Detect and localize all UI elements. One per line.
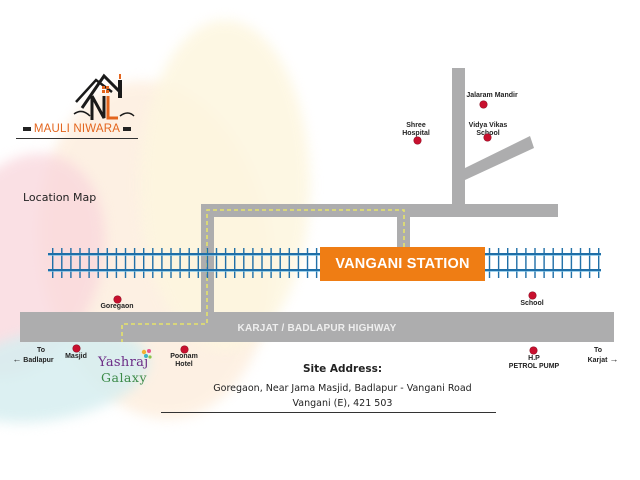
label-line: To — [36, 347, 46, 354]
landmark-hp-petrol-pump-marker — [530, 347, 537, 354]
landmark-hp-petrol-pump-label: H.P PETROL PUMP — [506, 355, 562, 371]
landmark-masjid-label: Masjid — [65, 353, 87, 360]
landmark-school-label: School — [520, 300, 544, 307]
sparkle-icon — [141, 349, 152, 359]
label-text: Karjat — [587, 357, 608, 364]
brand-bar-left — [22, 127, 31, 131]
label-line: Poonam — [170, 353, 198, 360]
highway-label: KARJAT / BADLAPUR HIGHWAY — [237, 323, 397, 334]
brand-underline — [16, 138, 138, 139]
brand-bar-right — [123, 127, 132, 131]
landmark-shree-hospital-marker — [414, 137, 421, 144]
landmark-jalaram-mandir-marker — [480, 101, 487, 108]
landmark-poonam-hotel-label: Poonam Hotel — [166, 353, 202, 369]
label-line: H.P — [528, 355, 540, 362]
project-name-line1: Yashraj — [98, 355, 149, 370]
direction-to-karjat: To Karjat → — [582, 347, 624, 365]
label-line: Hospital — [402, 130, 430, 137]
vangani-station: VANGANI STATION — [320, 247, 485, 281]
brand-name: MAULI NIWARA — [16, 122, 138, 136]
highway — [20, 312, 614, 342]
label-line: ← Badlapur — [10, 355, 56, 365]
project-name-line2: Galaxy — [101, 370, 147, 385]
landmark-school-marker — [529, 292, 536, 299]
address-line-2: Vangani (E), 421 503 — [292, 398, 393, 409]
arrow-left-icon: ← — [12, 354, 22, 364]
brand-logo — [16, 70, 138, 142]
label-line: Hotel — [175, 361, 193, 368]
landmark-jalaram-mandir-label: Jalaram Mandir — [466, 92, 518, 99]
landmark-vidya-vikas-marker — [484, 134, 491, 141]
landmark-vidya-vikas-label: Vidya Vikas School — [462, 122, 514, 138]
label-line: School — [462, 130, 514, 138]
address-line-1: Goregaon, Near Jama Masjid, Badlapur - V… — [213, 383, 472, 394]
label-line: Shree — [406, 122, 426, 129]
brand-name-text: MAULI NIWARA — [33, 123, 121, 135]
page-title: Location Map — [23, 191, 97, 204]
landmark-shree-hospital-label: Shree Hospital — [398, 122, 434, 138]
address-underline — [161, 412, 496, 413]
label-line: Vidya Vikas — [468, 122, 508, 129]
landmark-masjid-marker — [73, 345, 80, 352]
address-title: Site Address: — [302, 363, 383, 375]
landmark-poonam-hotel-marker — [181, 346, 188, 353]
arrow-right-icon: → — [609, 354, 619, 364]
landmark-goregaon-label: Goregaon — [100, 303, 134, 310]
label-line: PETROL PUMP — [508, 363, 560, 370]
label-line: Karjat → — [582, 355, 624, 365]
label-line: To — [593, 347, 603, 354]
label-text: Badlapur — [23, 357, 54, 364]
direction-to-badlapur: To ← Badlapur — [10, 347, 56, 365]
background-petal-cream — [140, 20, 310, 350]
house-logo-icon — [73, 73, 135, 120]
road-north-vertical — [452, 68, 465, 217]
landmark-goregaon-marker — [114, 296, 121, 303]
road-station-approach-top — [201, 204, 558, 217]
